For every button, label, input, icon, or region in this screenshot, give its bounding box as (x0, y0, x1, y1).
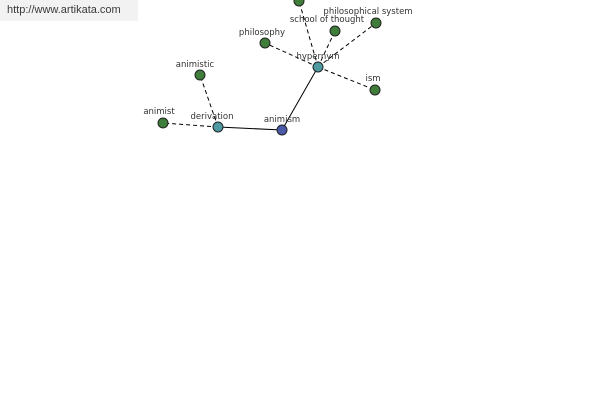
node-ism[interactable] (369, 84, 381, 96)
label-animistic[interactable]: animistic (176, 60, 215, 70)
node-philosophical-system[interactable] (370, 17, 382, 29)
edge-hypernym-philosophical_system (317, 22, 377, 68)
label-philosophical-system[interactable]: philosophical system (323, 7, 412, 17)
edge-derivation-animistic (199, 74, 219, 128)
node-animism[interactable] (276, 124, 288, 136)
node-derivation[interactable] (212, 121, 224, 133)
label-philosophy[interactable]: philosophy (239, 28, 285, 38)
edge-animism-derivation (217, 126, 283, 131)
label-hypernym[interactable]: hypernym (296, 52, 339, 62)
node-school-of-thought[interactable] (329, 25, 341, 37)
node-top-leaf[interactable] (293, 0, 305, 7)
label-animism[interactable]: animism (264, 115, 300, 125)
label-animist[interactable]: animist (143, 107, 175, 117)
label-ism[interactable]: ism (365, 74, 380, 84)
url-link[interactable]: http://www.artikata.com (7, 4, 121, 16)
edge-hypernym-philosophy (264, 42, 319, 68)
label-school-of-thought[interactable]: school of thought (290, 15, 365, 25)
url-banner[interactable]: http://www.artikata.com (0, 0, 138, 21)
node-philosophy[interactable] (259, 37, 271, 49)
edge-derivation-animist (162, 122, 219, 128)
edge-hypernym-top_leaf (298, 0, 319, 68)
edge-hypernym-ism (317, 66, 376, 91)
edge-animism-hypernym (281, 66, 319, 131)
node-animist[interactable] (157, 117, 169, 129)
node-hypernym[interactable] (312, 61, 324, 73)
label-derivation[interactable]: derivation (190, 112, 233, 122)
node-animistic[interactable] (194, 69, 206, 81)
